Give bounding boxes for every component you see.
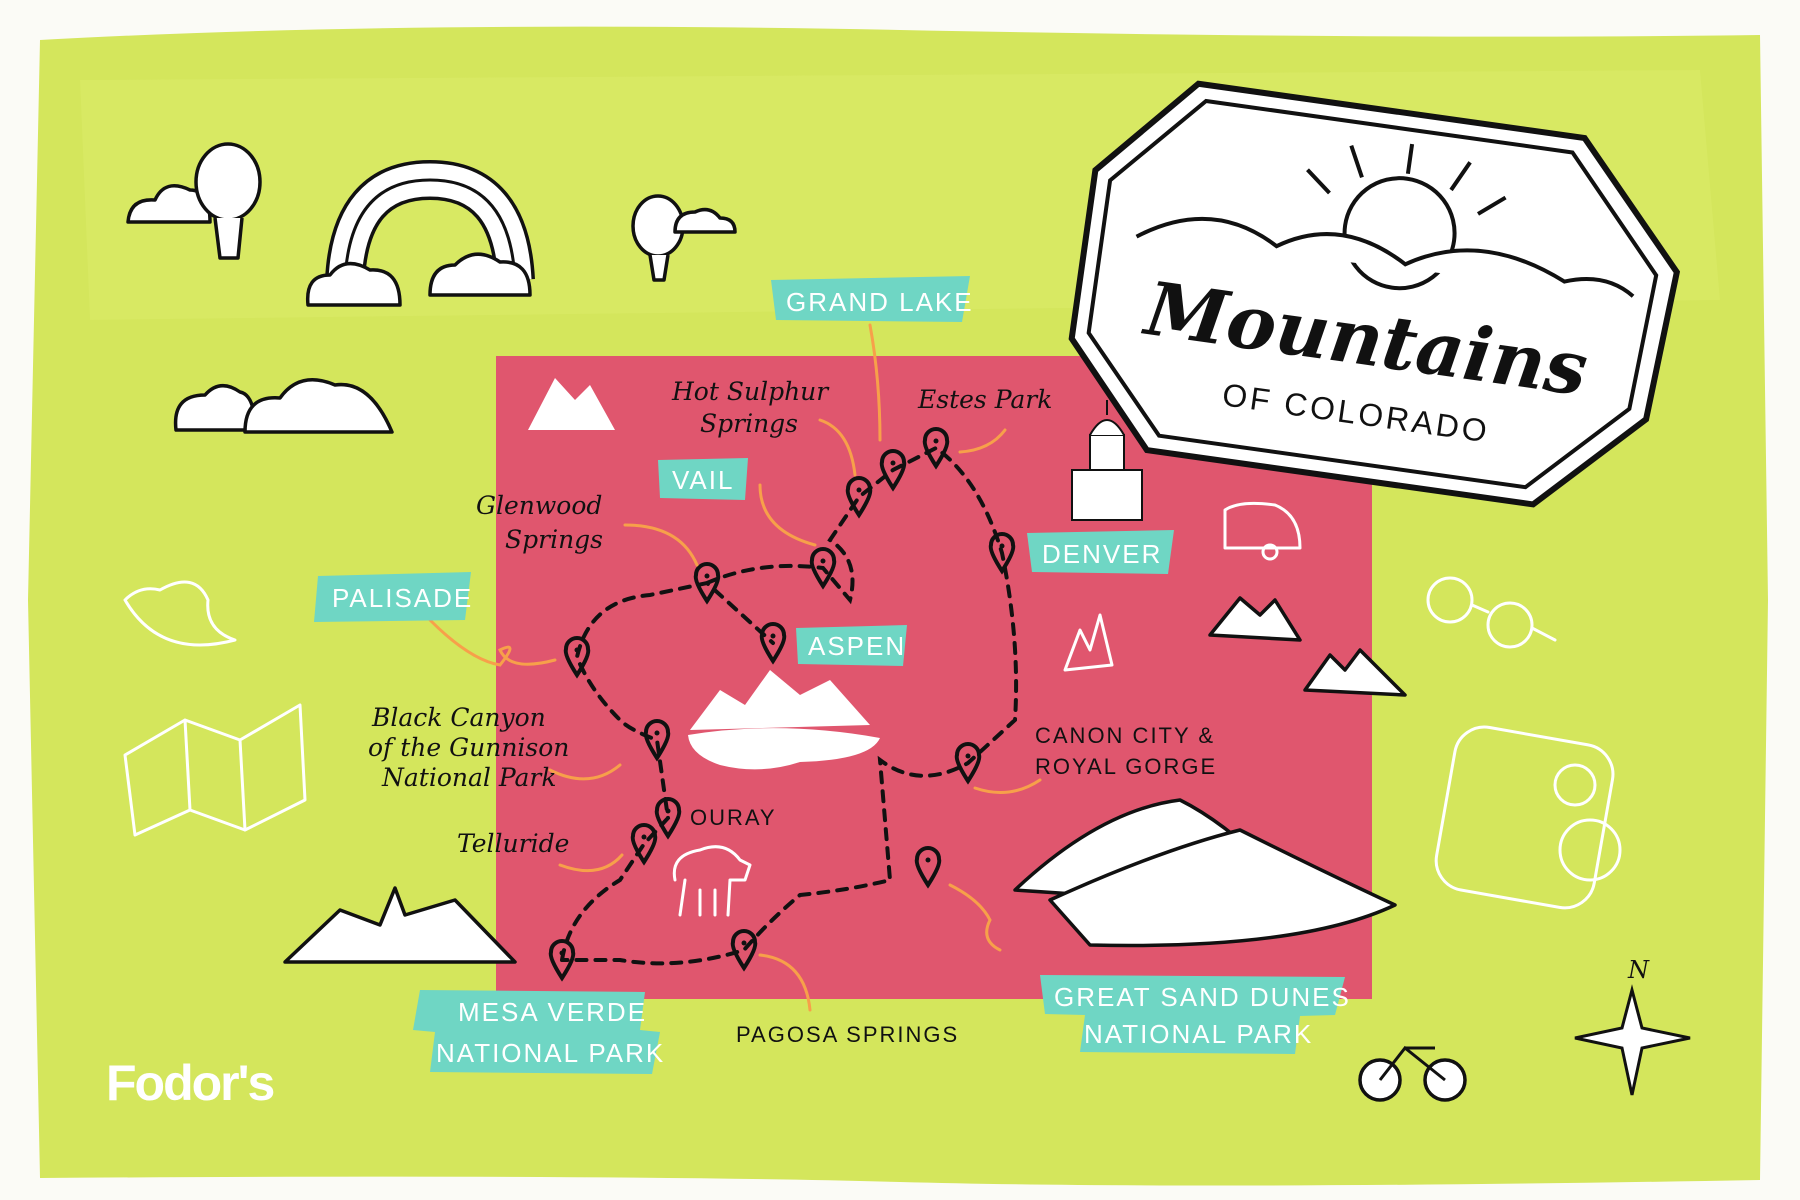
map-pin-dot	[933, 438, 939, 444]
clouds-icon	[173, 378, 394, 434]
map-pin-icon	[630, 823, 658, 866]
capitol-building-icon	[1071, 400, 1143, 521]
map-pin-icon	[922, 427, 950, 470]
map-pin-icon	[759, 622, 787, 665]
tag-palisade: PALISADE	[314, 572, 473, 622]
map-pins	[548, 427, 1016, 982]
mountains-small-2-icon	[1303, 648, 1407, 697]
tag-great-sand-dunes: GREAT SAND DUNES NATIONAL PARK	[1040, 975, 1351, 1054]
map-pin-dot	[559, 950, 565, 956]
compass-rose-icon: N	[1574, 956, 1691, 1096]
label-hot-sulphur-springs: Hot Sulphur	[671, 377, 830, 406]
tag-palisade-text: PALISADE	[332, 583, 473, 613]
tag-grand-lake: GRAND LAKE	[771, 276, 974, 322]
rainbow-icon	[305, 159, 535, 307]
map-pin-dot	[965, 753, 971, 759]
map-pin-icon	[563, 636, 591, 679]
map-pin-icon	[914, 846, 942, 889]
label-black-canyon: Black Canyon	[371, 703, 546, 732]
map-pin-dot	[574, 647, 580, 653]
hot-air-balloon-icon	[194, 142, 262, 260]
map-pin-icon	[879, 449, 907, 492]
map-pin-icon	[730, 929, 758, 972]
map-pin-dot	[925, 857, 931, 863]
mountain-lake-icon	[688, 670, 880, 770]
map-pin-dot	[999, 543, 1005, 549]
map-pin-dot	[704, 573, 710, 579]
map-pin-icon	[809, 547, 837, 590]
tag-sand-dunes-line2: NATIONAL PARK	[1084, 1019, 1313, 1049]
tag-mesa-verde: MESA VERDE NATIONAL PARK	[413, 990, 665, 1074]
map-pin-icon	[988, 532, 1016, 575]
road-trip-route	[560, 445, 1019, 966]
map-pin-dot	[770, 633, 776, 639]
map-pin-dot	[741, 940, 747, 946]
mountain-mesa-icon	[283, 886, 517, 964]
bicycle-icon	[1358, 1045, 1467, 1102]
label-glenwood-springs-2: Springs	[505, 525, 603, 554]
tag-sand-dunes-line1: GREAT SAND DUNES	[1054, 982, 1351, 1012]
map-pin-dot	[665, 808, 671, 814]
pointer-arrows	[428, 323, 1042, 1012]
map-pin-dot	[856, 487, 862, 493]
tag-denver-text: DENVER	[1042, 539, 1162, 569]
map-pin-icon	[548, 939, 576, 982]
map-pin-icon	[643, 719, 671, 762]
sand-dunes-icon	[1013, 798, 1397, 948]
fodors-logo: Fodor's	[106, 1055, 274, 1111]
label-ouray: OURAY	[690, 805, 777, 830]
folded-map-icon	[123, 703, 307, 837]
mountain-peak-icon	[528, 378, 615, 430]
label-royal-gorge: ROYAL GORGE	[1035, 754, 1217, 779]
bison-icon	[672, 845, 752, 917]
mountains-small-icon	[1208, 596, 1302, 642]
map-pin-icon	[845, 476, 873, 519]
sunglasses-icon	[1426, 576, 1557, 649]
map-pin-icon	[954, 742, 982, 785]
tag-vail-text: VAIL	[672, 465, 734, 495]
map-pin-icon	[693, 562, 721, 605]
tag-aspen-text: ASPEN	[808, 631, 906, 661]
camera-backpack-icon	[1434, 725, 1622, 910]
map-pin-dot	[820, 558, 826, 564]
map-pin-dot	[654, 730, 660, 736]
camper-trailer-icon	[1223, 501, 1302, 561]
label-glenwood-springs: Glenwood	[476, 491, 602, 520]
tag-grand-lake-text: GRAND LAKE	[786, 287, 974, 317]
label-hot-sulphur-springs-2: Springs	[700, 409, 798, 438]
tag-mesa-verde-line1: MESA VERDE	[458, 997, 647, 1027]
tag-mesa-verde-line2: NATIONAL PARK	[436, 1038, 665, 1068]
label-pagosa-springs: PAGOSA SPRINGS	[736, 1022, 959, 1047]
north-label: N	[1627, 956, 1650, 984]
mountains-of-colorado-logo: Mountains OF COLORADO	[1068, 80, 1681, 508]
rock-spires-icon	[1063, 613, 1114, 672]
label-black-canyon-2: of the Gunnison	[368, 733, 569, 762]
label-black-canyon-3: National Park	[381, 763, 557, 792]
tag-aspen: ASPEN	[796, 625, 907, 666]
label-canon-city: CANON CITY &	[1035, 723, 1215, 748]
cowboy-hat-icon	[123, 580, 237, 647]
map-pin-dot	[641, 834, 647, 840]
tag-denver: DENVER	[1027, 530, 1174, 574]
hot-air-balloon-small-icon	[631, 194, 737, 282]
map-pin-dot	[890, 460, 896, 466]
tag-vail: VAIL	[658, 458, 748, 500]
label-telluride: Telluride	[457, 829, 569, 858]
label-estes-park: Estes Park	[917, 385, 1052, 414]
map-pin-icon	[654, 797, 682, 840]
